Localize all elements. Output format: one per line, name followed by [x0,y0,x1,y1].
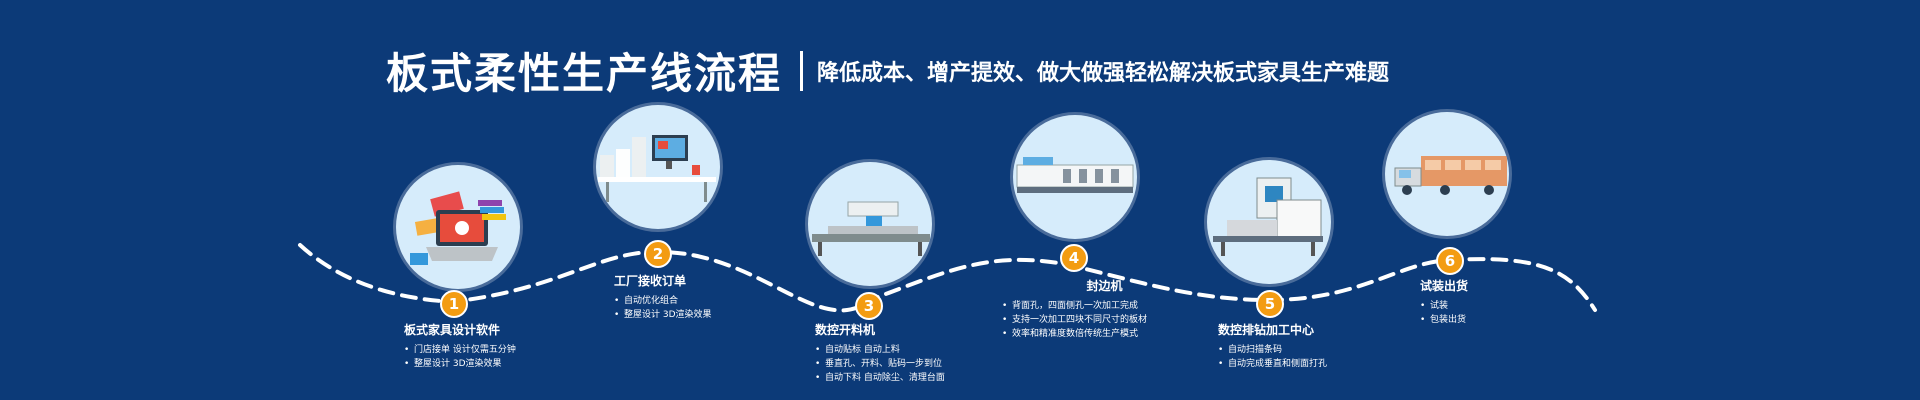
step-item: 包装出货 [1420,313,1468,327]
step-6-image [1385,112,1509,236]
step-title: 数控排钻加工中心 [1218,323,1315,337]
step-item: 门店接单 设计仅需五分钟 [404,343,516,357]
step-item: 支持一次加工四块不同尺寸的板材 [1002,313,1147,327]
step-2-text: 工厂接收订单 自动优化组合 整屋设计 3D渲染效果 [614,272,712,322]
step-1-text: 板式家具设计软件 门店接单 设计仅需五分钟 整屋设计 3D渲染效果 [404,321,516,371]
step-title: 数控开料机 [815,323,876,337]
step-list: 试装 包装出货 [1420,299,1468,327]
delivery-truck-icon [1394,156,1507,195]
order-office-icon [598,135,716,202]
step-item: 自动扫描条码 [1218,343,1327,357]
step-item: 背面孔，四面侧孔一次加工完成 [1002,299,1147,313]
step-item: 垂直孔、开料、贴码一步到位 [815,357,945,371]
step-item: 整屋设计 3D渲染效果 [404,357,516,371]
header: 板式柔性生产线流程 降低成本、增产提效、做大做强轻松解决板式家具生产难题 [386,40,1389,101]
step-item: 自动下料 自动除尘、清理台面 [815,371,945,385]
step-list: 自动优化组合 整屋设计 3D渲染效果 [614,294,712,322]
step-5-badge: 5 [1256,290,1284,318]
step-title: 封边机 [1086,279,1123,293]
laptop-design-icon [410,191,506,265]
step-list: 门店接单 设计仅需五分钟 整屋设计 3D渲染效果 [404,343,516,371]
step-4-badge: 4 [1060,244,1088,272]
step-6-text: 试装出货 试装 包装出货 [1420,277,1468,327]
page-subtitle: 降低成本、增产提效、做大做强轻松解决板式家具生产难题 [817,60,1390,86]
title-divider [800,50,804,91]
step-list: 自动贴标 自动上料 垂直孔、开料、贴码一步到位 自动下料 自动除尘、清理台面 [815,343,945,385]
step-2-image [596,105,720,229]
step-1-image [396,165,520,289]
page-title: 板式柔性生产线流程 [386,49,783,98]
step-item: 效率和精准度数倍传统生产模式 [1002,327,1147,341]
step-item: 自动完成垂直和侧面打孔 [1218,357,1327,371]
step-item: 自动优化组合 [614,294,712,308]
step-2-badge: 2 [644,240,672,268]
edge-banding-machine-icon [1016,157,1134,193]
step-5-image [1207,160,1331,284]
step-list: 背面孔，四面侧孔一次加工完成 支持一次加工四块不同尺寸的板材 效率和精准度数倍传… [1002,299,1147,341]
cnc-cutting-machine-icon [812,201,930,256]
step-6-badge: 6 [1436,247,1464,275]
step-title: 工厂接收订单 [614,274,687,288]
step-5-text: 数控排钻加工中心 自动扫描条码 自动完成垂直和侧面打孔 [1218,321,1327,371]
step-3-image [808,162,932,286]
step-item: 自动贴标 自动上料 [815,343,945,357]
step-list: 自动扫描条码 自动完成垂直和侧面打孔 [1218,343,1327,371]
drilling-center-icon [1213,177,1323,256]
step-item: 试装 [1420,299,1468,313]
step-3-text: 数控开料机 自动贴标 自动上料 垂直孔、开料、贴码一步到位 自动下料 自动除尘、… [815,321,945,385]
step-4-image [1013,115,1137,239]
step-item: 整屋设计 3D渲染效果 [614,308,712,322]
step-4-text: 封边机 背面孔，四面侧孔一次加工完成 支持一次加工四块不同尺寸的板材 效率和精准… [1002,277,1147,341]
step-title: 板式家具设计软件 [404,323,501,337]
step-title: 试装出货 [1420,279,1469,293]
step-1-badge: 1 [440,290,468,318]
step-3-badge: 3 [855,292,883,320]
